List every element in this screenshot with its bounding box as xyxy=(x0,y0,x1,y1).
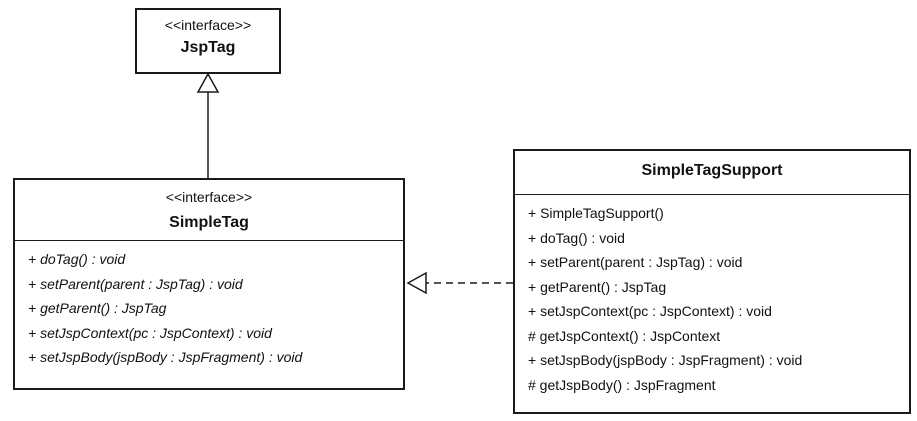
simpletag-operations: + doTag() : void + setParent(parent : Js… xyxy=(15,240,403,370)
operation-item: + setParent(parent : JspTag) : void xyxy=(528,254,743,270)
jsptag-name: JspTag xyxy=(180,39,236,56)
simpletag-header: <<interface>> SimpleTag xyxy=(15,180,403,240)
operation-item: + getParent() : JspTag xyxy=(528,278,667,295)
operation-item: # getJspBody() : JspFragment xyxy=(528,376,716,393)
operation-item: + doTag() : void xyxy=(528,229,625,246)
jsptag-header: <<interface>> JspTag xyxy=(137,10,279,58)
operation-item: + setJspContext(pc : JspContext) : void xyxy=(528,303,772,319)
operation-item: + getParent() : JspTag xyxy=(28,300,167,316)
realization-arrowhead xyxy=(406,271,427,295)
simpletag-name: SimpleTag xyxy=(169,214,249,231)
jsptag-stereotype: <<interface>> xyxy=(164,17,252,33)
simpletagsupport-header: SimpleTagSupport xyxy=(515,151,909,194)
simpletagsupport-name: SimpleTagSupport xyxy=(641,162,783,179)
operation-item: + setJspContext(pc : JspContext) : void xyxy=(28,324,272,341)
operation-item: + doTag() : void xyxy=(28,251,126,267)
operation-item: + setJspBody(jspBody : JspFragment) : vo… xyxy=(28,349,303,365)
simpletagsupport-class-box: SimpleTagSupport + SimpleTagSupport() + … xyxy=(513,149,911,414)
simpletagsupport-operations: + SimpleTagSupport() + doTag() : void + … xyxy=(515,194,909,397)
operation-item: + setJspBody(jspBody : JspFragment) : vo… xyxy=(528,352,803,368)
jsptag-interface-box: <<interface>> JspTag xyxy=(135,8,281,74)
operation-item: # getJspContext() : JspContext xyxy=(528,327,721,344)
simpletag-stereotype: <<interface>> xyxy=(165,189,253,205)
simpletag-interface-box: <<interface>> SimpleTag + doTag() : void… xyxy=(13,178,405,390)
generalization-arrowhead xyxy=(196,72,220,93)
operation-item: + setParent(parent : JspTag) : void xyxy=(28,275,243,292)
operation-item: + SimpleTagSupport() xyxy=(528,205,664,221)
